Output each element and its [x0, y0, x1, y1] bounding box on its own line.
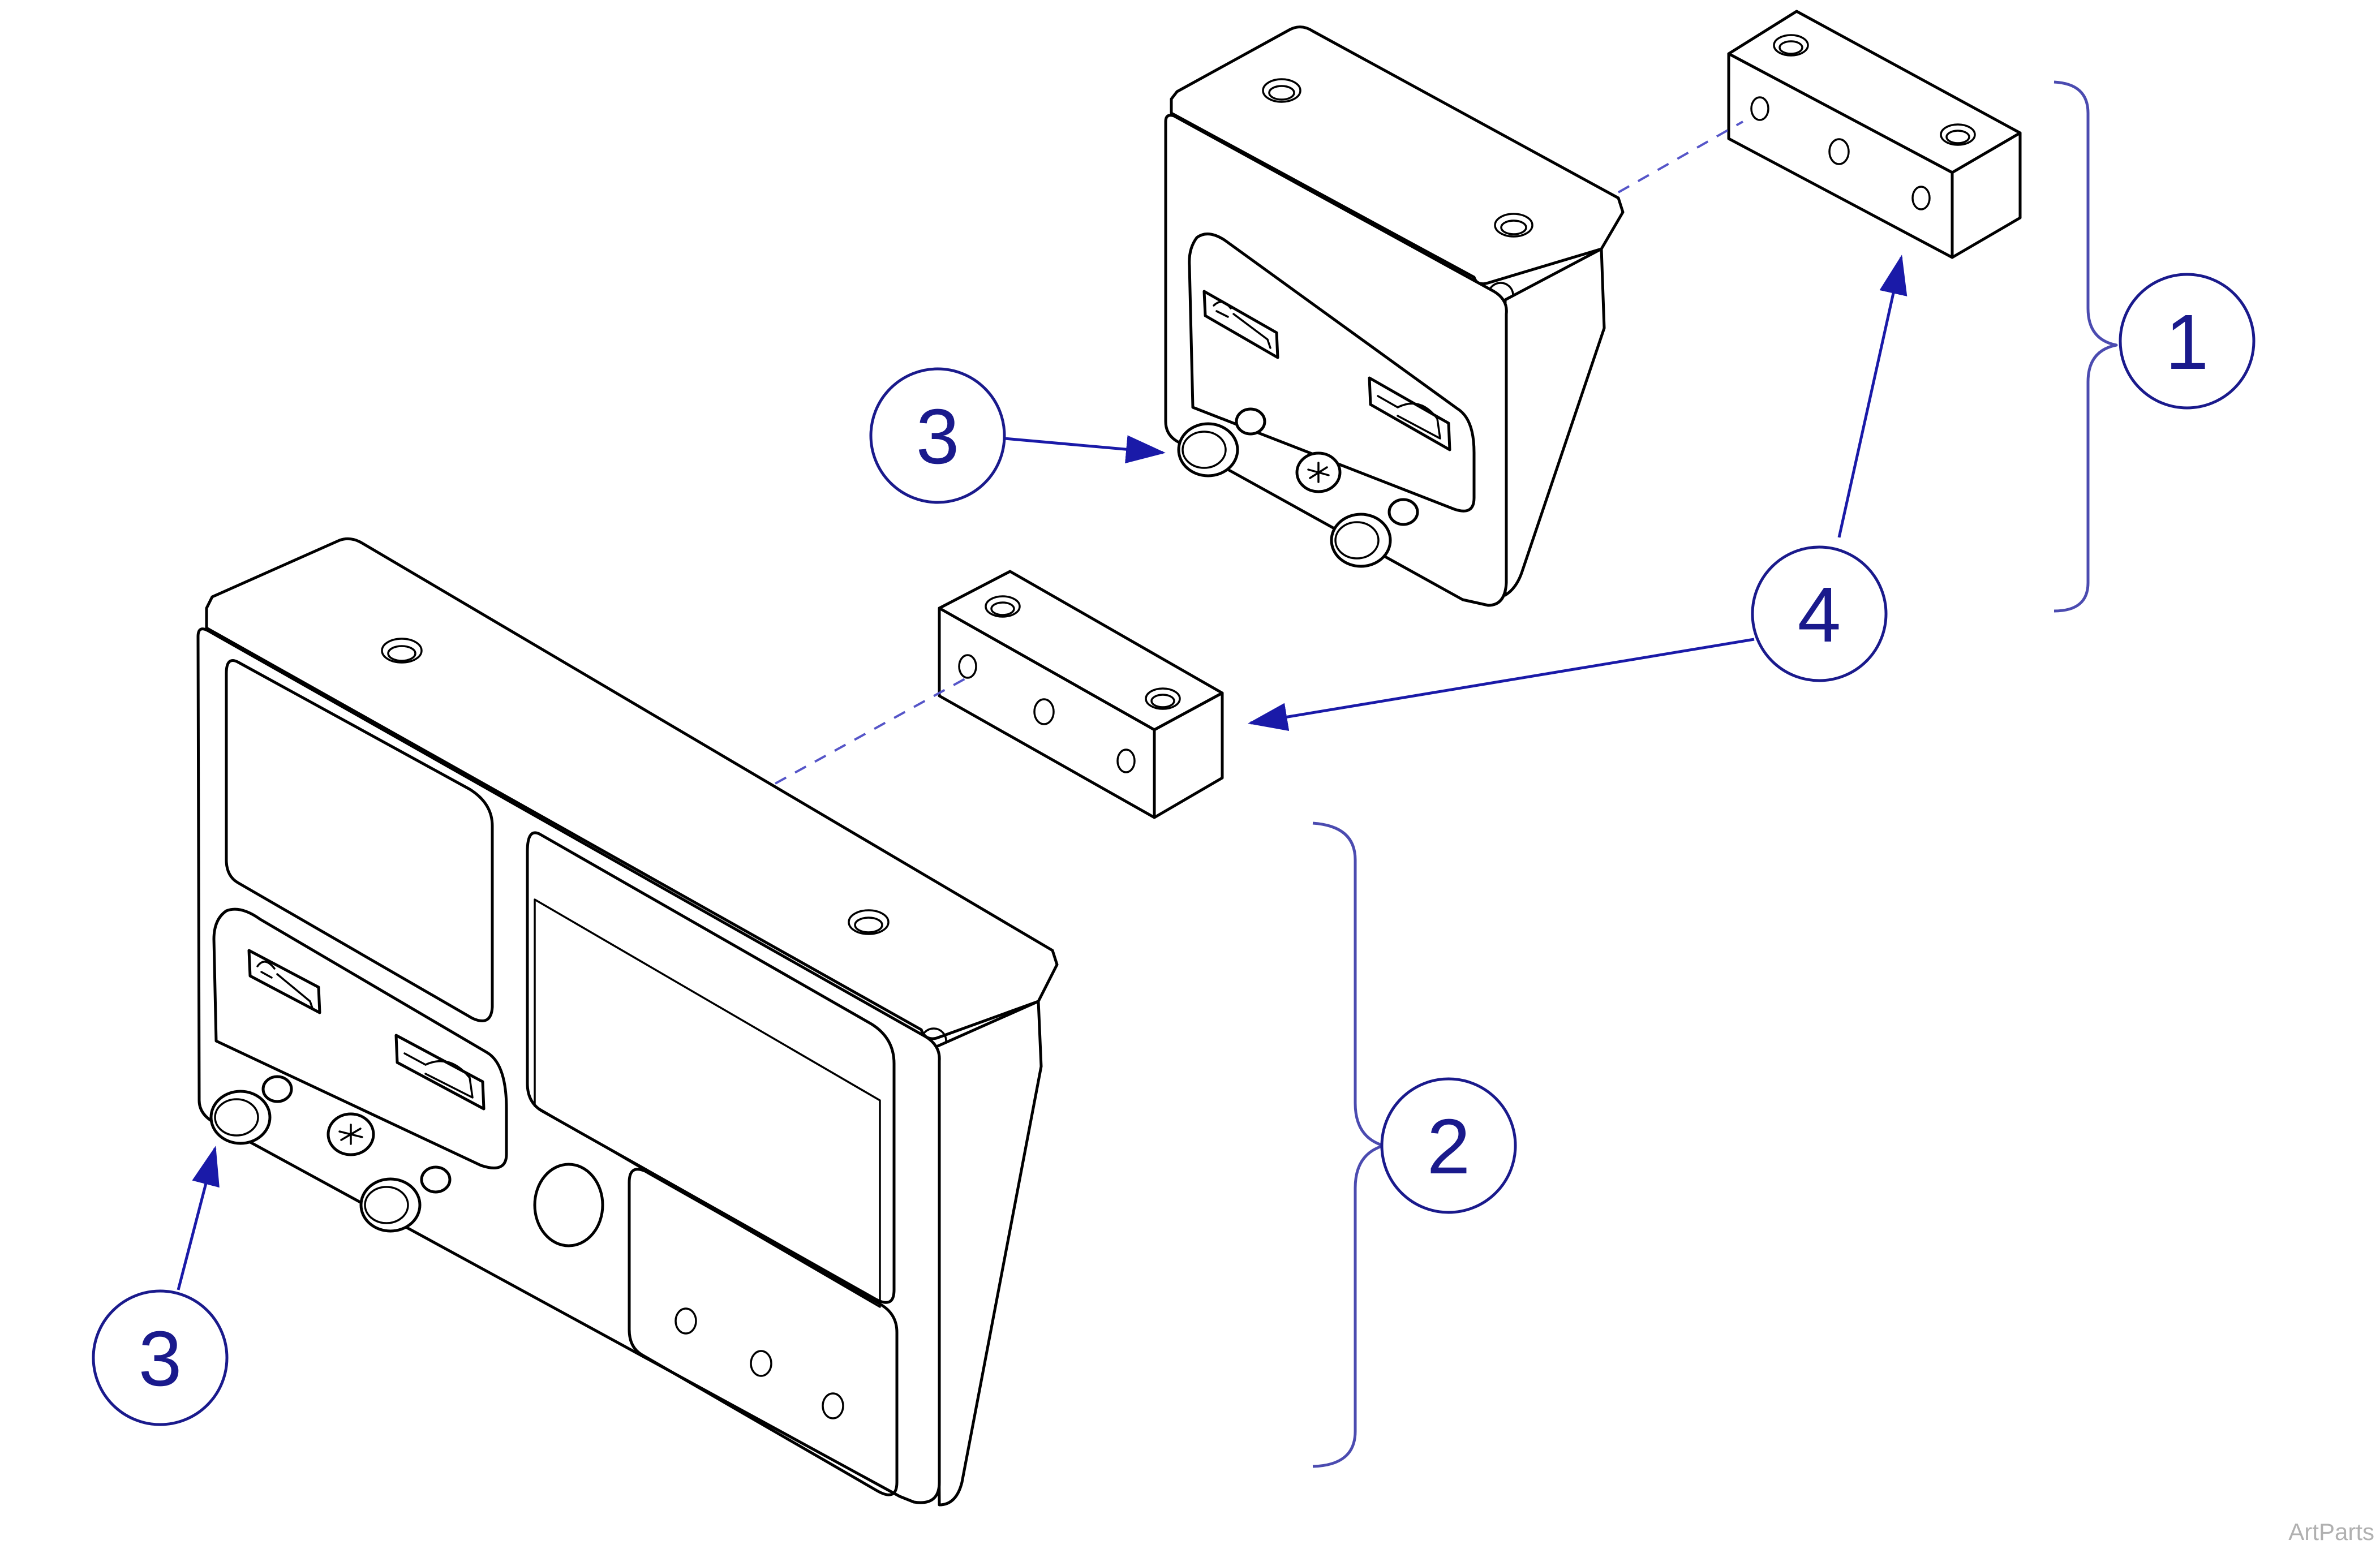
spacer-block-upper: [1727, 10, 2022, 259]
leader-4-lower: [1248, 638, 1755, 731]
callout-1: 1: [2119, 273, 2256, 410]
callout-3-upper: 3: [869, 367, 1006, 504]
callout-2-number: 2: [1427, 1103, 1471, 1190]
control-bracket-lower: [196, 537, 1059, 1507]
spacer-block-lower: [938, 570, 1224, 819]
leader-3-lower: [177, 1146, 220, 1290]
callout-3-upper-number: 3: [916, 393, 960, 480]
brace-assembly-2: [1312, 821, 1385, 1468]
leader-3-upper: [1004, 435, 1166, 464]
callout-4-number: 4: [1798, 571, 1841, 659]
leader-4-upper: [1837, 255, 1908, 538]
brace-assembly-1: [2053, 80, 2118, 613]
alignment-line-upper: [1618, 121, 1743, 193]
control-bracket-upper: [1164, 25, 1625, 607]
callout-2: 2: [1380, 1077, 1517, 1214]
alignment-line-lower: [775, 678, 965, 785]
watermark-text: ArtParts: [2288, 1518, 2374, 1545]
callout-3-lower-number: 3: [139, 1315, 182, 1402]
callout-1-number: 1: [2166, 299, 2209, 386]
callout-4: 4: [1751, 545, 1888, 682]
callout-3-lower: 3: [92, 1289, 229, 1426]
